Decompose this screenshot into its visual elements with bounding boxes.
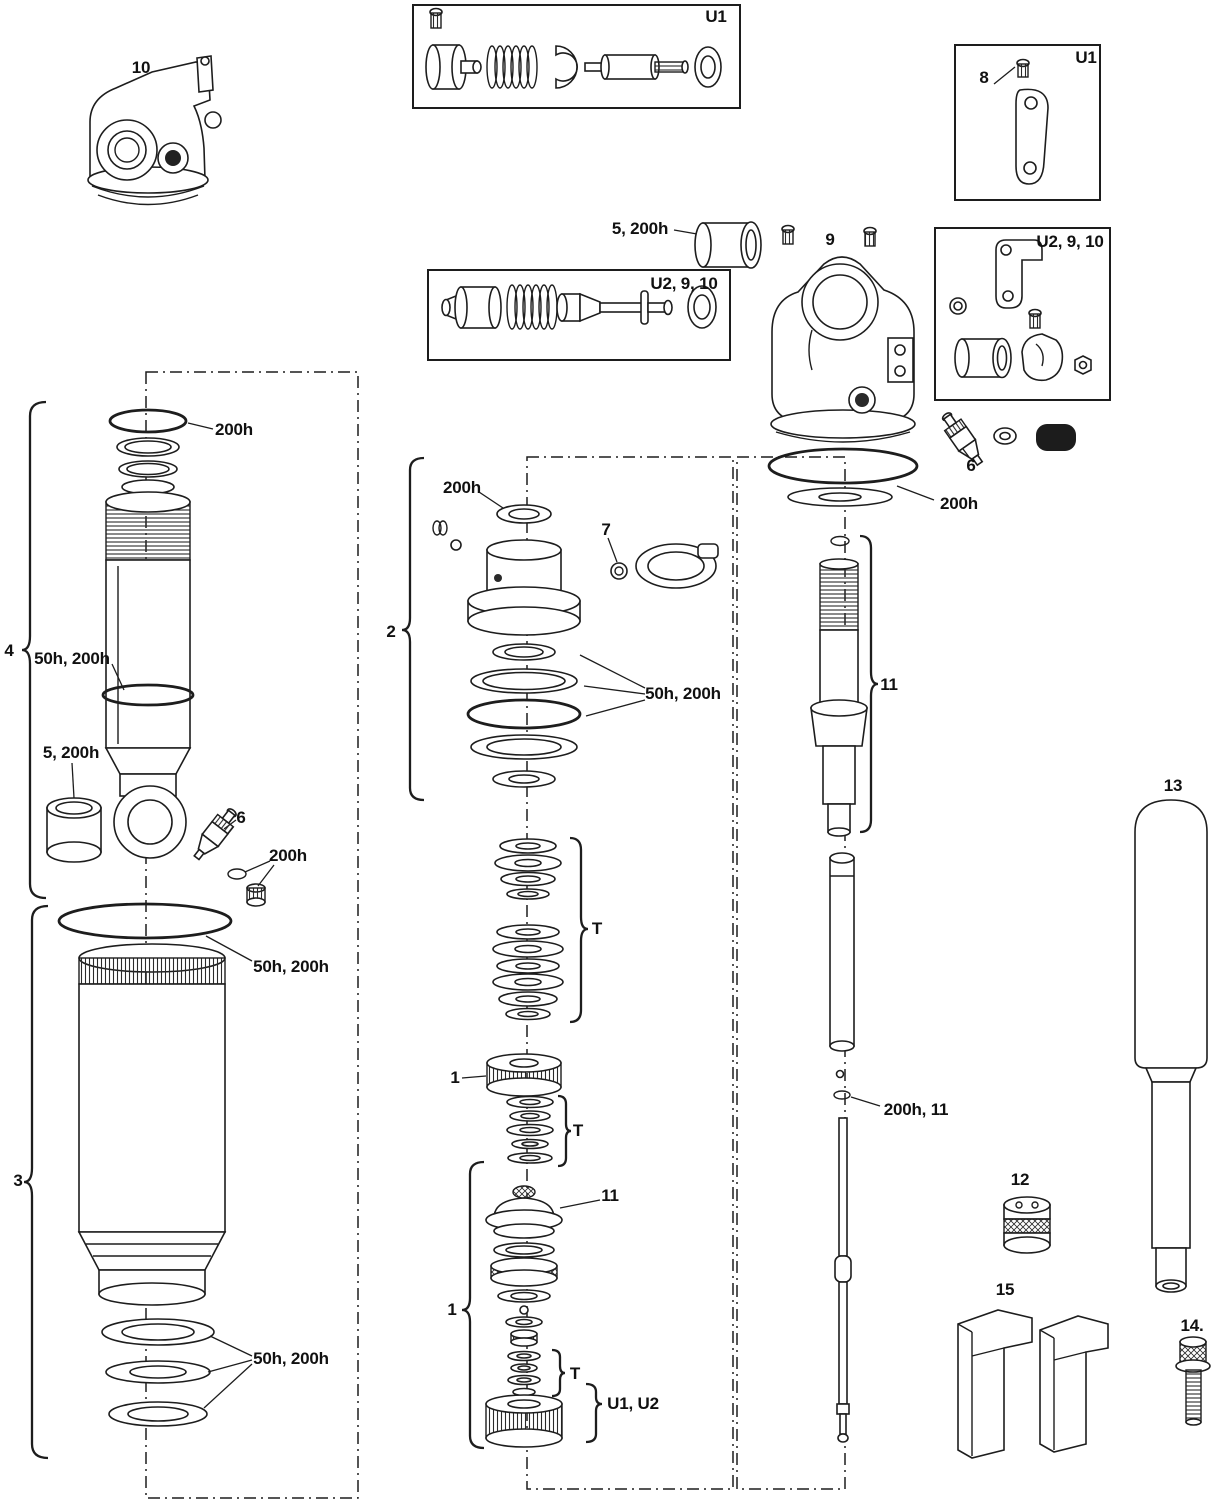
label-part-13: 13 [1163, 776, 1183, 795]
bushing-top-drawing [673, 221, 762, 269]
bracket-3 [23, 904, 49, 1460]
label-part-15: 15 [995, 1280, 1015, 1299]
label-part-6-right: 6 [966, 456, 976, 475]
label-part-9: 9 [825, 230, 835, 249]
bracket-11-right [859, 534, 879, 834]
label-200h-mid-left: 200h [269, 846, 307, 865]
part-4-drawing [101, 408, 214, 859]
label-200h-top-left: 200h [215, 420, 253, 439]
label-part-2: 2 [386, 622, 396, 641]
label-part-7: 7 [601, 520, 611, 539]
label-u2-9-10-right: U2, 9, 10 [1036, 232, 1104, 251]
label-t-mid: T [572, 1121, 584, 1140]
label-u2-9-10-center: U2, 9, 10 [650, 274, 718, 293]
label-part-6-left: 6 [236, 808, 246, 827]
label-part-12: 12 [1010, 1170, 1030, 1189]
seal-200h-right-drawing [767, 447, 935, 507]
part-11-right-column-drawing [810, 535, 881, 1443]
dash-box-left [145, 371, 359, 1499]
u2-9-10-center-assembly-drawing [427, 269, 731, 361]
label-part-4: 4 [4, 641, 14, 660]
label-part-11-right: 11 [880, 675, 898, 694]
part-12-drawing [1003, 1196, 1051, 1254]
label-u1-right: U1 [1075, 48, 1097, 67]
label-50h-200h-can-bot: 50h, 200h [253, 1349, 329, 1368]
label-part-3: 3 [13, 1171, 23, 1190]
bracket-4 [21, 400, 47, 900]
shim-stack-mid-drawing [506, 1095, 554, 1164]
bushing-left-drawing [46, 762, 102, 863]
part-6-left-drawing [193, 808, 275, 907]
part-1-upper-drawing [461, 1053, 562, 1097]
label-t-small: T [569, 1364, 581, 1383]
u2-9-10-right-assembly-drawing [934, 227, 1111, 401]
label-part-14: 14. [1180, 1316, 1204, 1335]
bracket-1-lower [461, 1160, 485, 1450]
part-14-drawing [1175, 1336, 1211, 1426]
bracket-t-small [551, 1348, 566, 1398]
part-10-drawing [87, 55, 222, 206]
dash-box-center [526, 456, 734, 1490]
label-part-1-upper: 1 [450, 1068, 460, 1087]
label-part-8: 8 [979, 68, 989, 87]
label-t-main: T [591, 919, 603, 938]
u1-top-assembly-drawing [412, 4, 741, 109]
label-200h-11: 200h, 11 [883, 1100, 949, 1119]
label-u1-u2: U1, U2 [607, 1394, 659, 1413]
part-11-center-drawing [485, 1185, 601, 1448]
service-group-outlines [145, 371, 846, 1499]
label-part-10: 10 [131, 58, 151, 77]
part-9-drawing [770, 224, 916, 443]
part-3-drawing [57, 902, 253, 1427]
bracket-2 [401, 456, 425, 802]
label-200h-right: 200h [940, 494, 978, 513]
label-u1-top: U1 [705, 7, 727, 26]
label-200h-center: 200h [443, 478, 481, 497]
bracket-u1-u2 [585, 1382, 603, 1444]
label-part-1-lower: 1 [447, 1300, 457, 1319]
label-50h-200h-can-top: 50h, 200h [253, 957, 329, 976]
part-2-drawing [432, 491, 719, 788]
u1-right-assembly-drawing [954, 44, 1101, 201]
label-5-200h-left: 5, 200h [42, 743, 100, 762]
part-6-right-drawing [941, 412, 1076, 467]
label-50h-200h-center: 50h, 200h [645, 684, 721, 703]
bracket-t-main [569, 836, 589, 1024]
part-13-drawing [1134, 799, 1208, 1293]
bracket-t-mid [557, 1094, 572, 1168]
label-bushing-top: 5, 200h [611, 219, 669, 238]
label-50h-200h-left: 50h, 200h [34, 649, 110, 668]
part-15-drawing [957, 1309, 1109, 1459]
label-part-11-center: 11 [601, 1186, 619, 1205]
shim-stack-main-drawing [492, 838, 564, 1021]
